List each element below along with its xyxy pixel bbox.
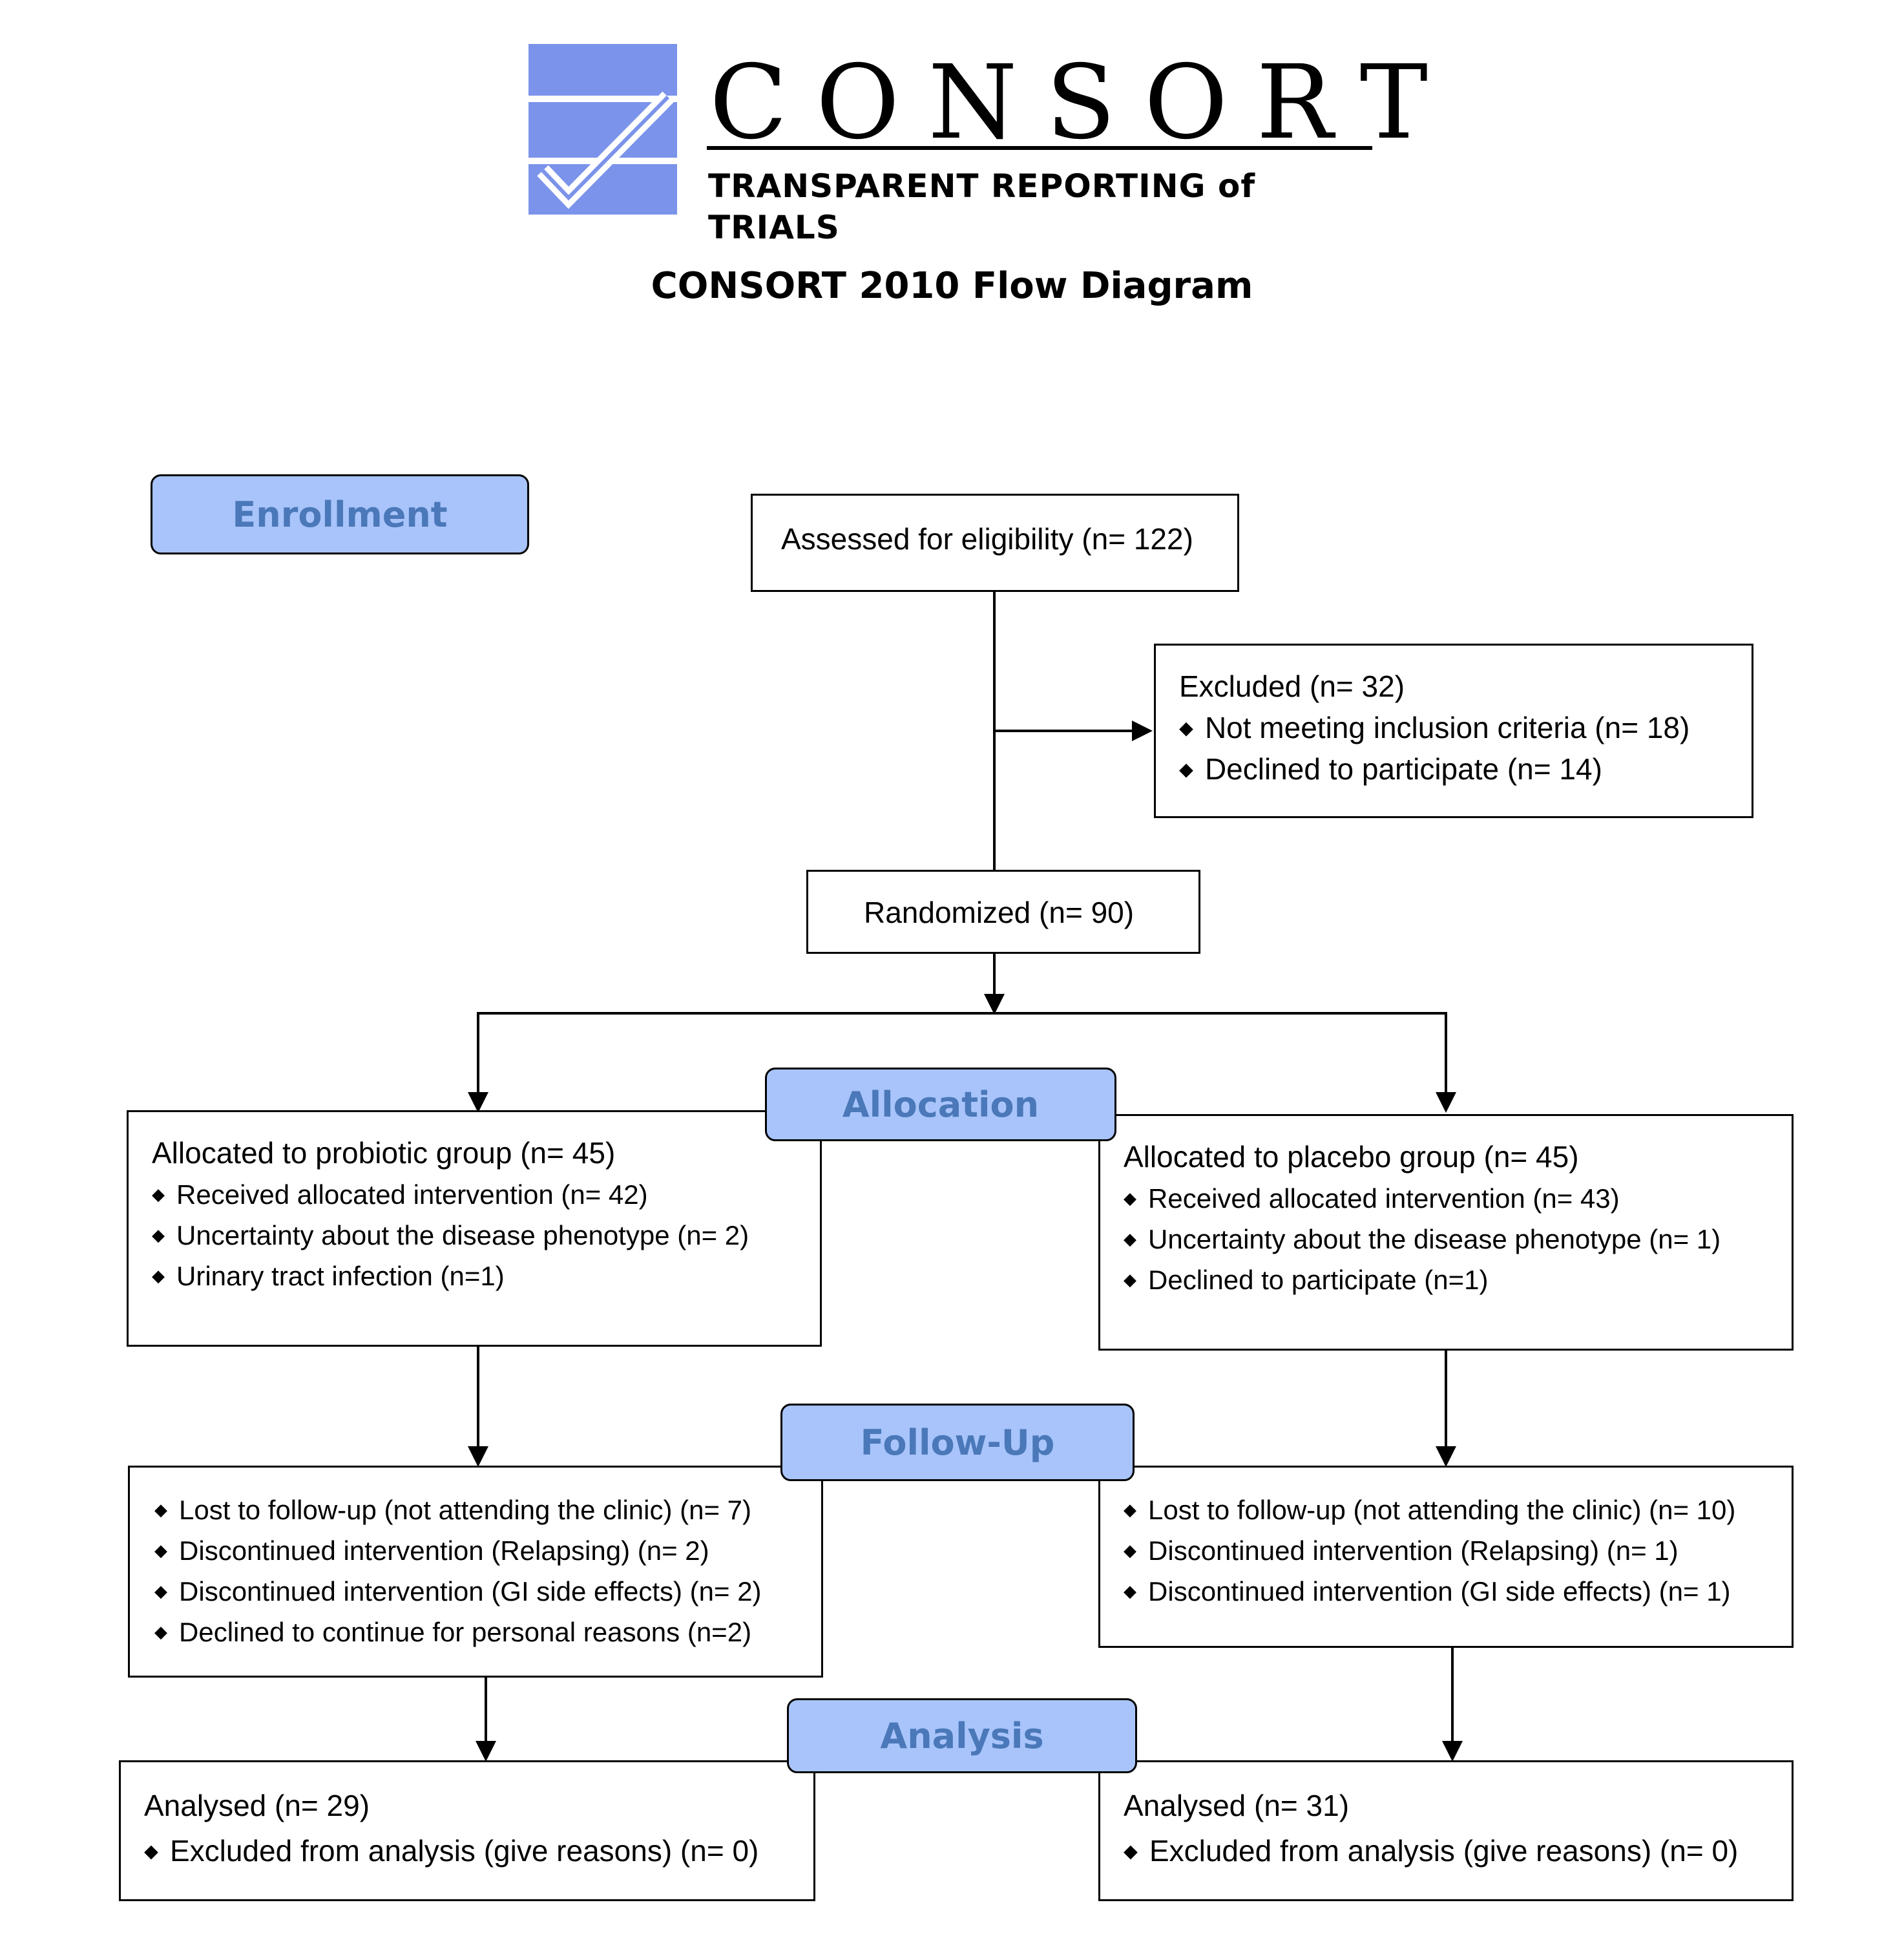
allocation-left-item: Uncertainty about the disease phenotype … (152, 1220, 749, 1251)
randomized-box: Randomized (n= 90) (806, 870, 1200, 954)
consort-logo: CONSORT TRANSPARENT REPORTING of TRIALS (528, 43, 1428, 246)
allocation-right-box: Allocated to placebo group (n= 45) Recei… (1098, 1114, 1794, 1351)
allocation-left-title: Allocated to probiotic group (n= 45) (152, 1136, 616, 1170)
logo-rule (707, 146, 1372, 150)
followup-right-item: Discontinued intervention (GI side effec… (1124, 1576, 1731, 1607)
excluded-title: Excluded (n= 32) (1179, 669, 1405, 703)
followup-left-item: Declined to continue for personal reason… (154, 1617, 751, 1648)
assessed-text: Assessed for eligibility (n= 122) (781, 522, 1193, 556)
analysis-right-title: Analysed (n= 31) (1124, 1789, 1350, 1822)
followup-left-item: Lost to follow-up (not attending the cli… (154, 1495, 751, 1526)
analysis-left-box: Analysed (n= 29) Excluded from analysis … (119, 1760, 815, 1901)
analysis-left-item: Excluded from analysis (give reasons) (n… (144, 1833, 758, 1868)
allocation-right-item: Uncertainty about the disease phenotype … (1124, 1224, 1721, 1255)
allocation-left-box: Allocated to probiotic group (n= 45) Rec… (127, 1110, 822, 1347)
excluded-box: Excluded (n= 32) Not meeting inclusion c… (1154, 644, 1753, 818)
allocation-right-title: Allocated to placebo group (n= 45) (1124, 1140, 1579, 1174)
followup-left-box: Lost to follow-up (not attending the cli… (128, 1466, 823, 1678)
analysis-left-title: Analysed (n= 29) (144, 1789, 370, 1822)
stage-label-allocation: Allocation (765, 1068, 1116, 1141)
allocation-left-item: Urinary tract infection (n=1) (152, 1261, 505, 1292)
logo-mark-icon (528, 44, 677, 215)
page-title: CONSORT 2010 Flow Diagram (651, 265, 1253, 307)
stage-label-enrollment: Enrollment (151, 474, 529, 554)
excluded-item: Declined to participate (n= 14) (1179, 752, 1602, 786)
logo-tagline: TRANSPARENT REPORTING of TRIALS (708, 167, 1256, 246)
stage-label-follow-up: Follow-Up (780, 1404, 1135, 1481)
analysis-right-item: Excluded from analysis (give reasons) (n… (1124, 1833, 1738, 1868)
followup-right-item: Discontinued intervention (Relapsing) (n… (1124, 1535, 1679, 1566)
allocation-right-item: Declined to participate (n=1) (1124, 1265, 1488, 1296)
followup-right-item: Lost to follow-up (not attending the cli… (1124, 1495, 1735, 1526)
logo-wordmark: CONSORT (709, 43, 1457, 162)
randomized-text: Randomized (n= 90) (864, 896, 1135, 929)
followup-right-box: Lost to follow-up (not attending the cli… (1098, 1466, 1794, 1648)
followup-left-item: Discontinued intervention (GI side effec… (154, 1576, 762, 1607)
stage-label-analysis: Analysis (787, 1698, 1137, 1773)
assessed-box: Assessed for eligibility (n= 122) (751, 494, 1239, 592)
excluded-item: Not meeting inclusion criteria (n= 18) (1179, 710, 1690, 745)
allocation-left-item: Received allocated intervention (n= 42) (152, 1179, 648, 1210)
followup-left-item: Discontinued intervention (Relapsing) (n… (154, 1535, 709, 1566)
allocation-right-item: Received allocated intervention (n= 43) (1124, 1183, 1620, 1214)
analysis-right-box: Analysed (n= 31) Excluded from analysis … (1098, 1760, 1794, 1901)
